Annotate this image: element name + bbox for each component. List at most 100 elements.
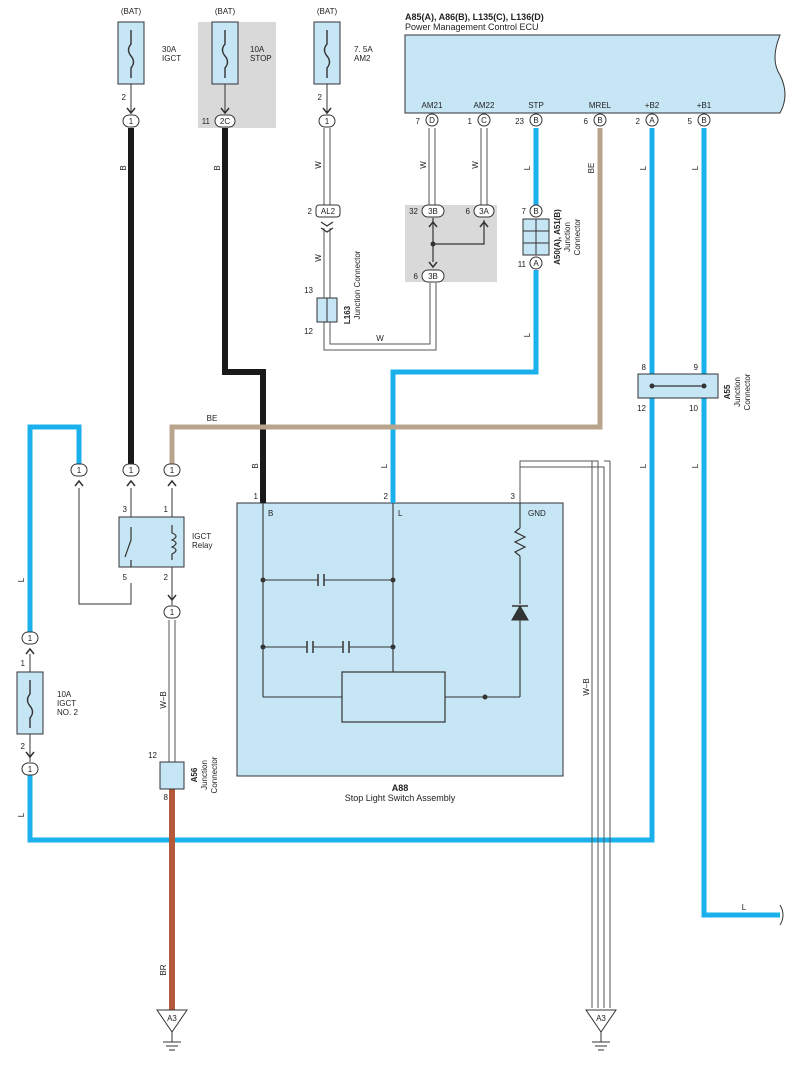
a55-p12: 12 <box>637 404 646 413</box>
a56-pin-bot: 8 <box>164 793 169 802</box>
fuse-igct2-conn-top: 1 <box>28 634 33 643</box>
wire-wb-group <box>168 460 611 1008</box>
fuse-igct2-icon <box>26 680 34 728</box>
wire-label-l-2: L <box>523 332 532 337</box>
wire-label-w-1: W <box>314 161 323 169</box>
l163-pin-bot: 12 <box>304 327 313 336</box>
fuse-igct2-rating: 10A <box>57 690 72 699</box>
wire-label-l-3: L <box>380 463 389 468</box>
jb-p1: 32 <box>409 207 418 216</box>
ecu-title: A85(A), A86(B), L135(C), L136(D) <box>405 12 544 22</box>
switch-p3: 3 <box>511 492 516 501</box>
ecu-pin-mrel-num: 6 <box>584 117 589 126</box>
ground-right: A3 <box>585 1009 617 1051</box>
jb-p3: 6 <box>414 272 419 281</box>
connector-al2: AL2 2 <box>308 204 341 233</box>
jb-c1: 3B <box>428 207 438 216</box>
ecu-subtitle: Power Management Control ECU <box>405 22 539 32</box>
fuse-igct2-name2: NO. 2 <box>57 708 78 717</box>
fuse-am2-rating: 7. 5A <box>354 45 373 54</box>
wire-label-br: BR <box>159 964 168 975</box>
a55-id: A55 <box>723 384 732 399</box>
fuse-igct: (BAT) 30A IGCT 2 <box>117 7 181 114</box>
fuse-am2-name: AM2 <box>354 54 371 63</box>
igct-relay: 3 1 5 2 IGCT Relay 1 <box>118 505 212 619</box>
al2-pin: 2 <box>308 207 313 216</box>
ecu-pin-stp-conn: B <box>533 116 538 125</box>
relay-coil-icon <box>170 525 177 560</box>
relay-name: IGCT <box>192 532 211 541</box>
wire-label-l-4: L <box>639 165 648 170</box>
al2-label: AL2 <box>321 207 336 216</box>
relay-switch-icon <box>124 527 132 567</box>
fuse-igct2-pin-bot: 2 <box>21 742 26 751</box>
fuse-igct2: 1 1 1 2 10A IGCT NO. 2 <box>16 631 78 776</box>
a56-desc1: Junction <box>200 760 209 790</box>
ecu-pin-am22-num: 1 <box>468 117 473 126</box>
fuse-igct-rating: 30A <box>162 45 177 54</box>
fuse-igct2-name1: IGCT <box>57 699 76 708</box>
wire-label-b-1: B <box>119 165 128 170</box>
fuse-am2-icon <box>323 30 331 78</box>
wire-label-wb-1: W–B <box>159 691 168 708</box>
fuse-igct-conn: 1 <box>129 117 134 126</box>
fuse-igct-icon <box>127 30 135 78</box>
wire-label-be-2: BE <box>207 414 218 423</box>
a56-pin-top: 12 <box>148 751 157 760</box>
ecu-pin-b1-num: 5 <box>688 117 693 126</box>
fuse-connectors: 1 2C 1 <box>122 107 336 128</box>
ecu-pin-am21-conn: D <box>429 116 435 125</box>
relay-out-conn: 1 <box>170 608 175 617</box>
fuse-stop-rating: 10A <box>250 45 265 54</box>
switch-id: A88 <box>392 783 409 793</box>
wire-label-l-5: L <box>639 463 648 468</box>
fuse-am2-supply: (BAT) <box>317 7 338 16</box>
connector-a56: 12 8 A56 Junction Connector <box>148 751 219 802</box>
wire-break <box>779 904 784 926</box>
a56-desc2: Connector <box>210 756 219 793</box>
wire-be <box>169 128 603 470</box>
switch-p2-name: L <box>398 509 403 518</box>
jb-bus-b <box>433 220 485 245</box>
jb-c2: 3A <box>479 207 489 216</box>
resistor-icon <box>513 527 527 557</box>
wire-l-b1 <box>701 128 780 918</box>
ecu-pin-label-am22: AM22 <box>474 101 495 110</box>
ecu-pin-stp-num: 23 <box>515 117 524 126</box>
switch-p1: 1 <box>254 492 259 501</box>
a55-desc2: Connector <box>743 373 752 410</box>
jb-c3: 3B <box>428 272 438 281</box>
connector-a50: B 7 A 11 A50(A), A51(B) Junction Connect… <box>518 204 582 270</box>
a55-desc1: Junction <box>733 377 742 407</box>
ground-left: A3 <box>156 1009 188 1051</box>
ground-right-label: A3 <box>596 1014 606 1023</box>
fuse-stop-pin: 11 <box>202 117 211 126</box>
wire-labels: B B B W W W W W L L L L L L L L L L BE B… <box>17 161 747 976</box>
ecu-pin-am21-num: 7 <box>416 117 421 126</box>
switch-p2: 2 <box>384 492 389 501</box>
fuse-igct-name: IGCT <box>162 54 181 63</box>
ecu-pin-label-b1: +B1 <box>697 101 712 110</box>
ecu-pin-label-mrel: MREL <box>589 101 612 110</box>
wire-label-l-1: L <box>523 165 532 170</box>
fuse-stop-name: STOP <box>250 54 272 63</box>
l163-desc: Junction Connector <box>353 250 362 319</box>
wire-b-stop <box>222 128 266 503</box>
wire-label-b-2: B <box>213 165 222 170</box>
fuse-am2-conn: 1 <box>325 117 330 126</box>
a50-pin-bot: 11 <box>518 260 527 269</box>
ecu-pin-label-am21: AM21 <box>422 101 443 110</box>
a50-conn-bot: A <box>533 259 539 268</box>
a50-desc2: Connector <box>573 218 582 255</box>
connector-l163: 13 12 L163 Junction Connector <box>304 250 362 336</box>
switch-p1-name: B <box>268 509 273 518</box>
relay-p3: 3 <box>123 505 128 514</box>
ecu-pin-mrel-conn: B <box>597 116 602 125</box>
ecu-pin-am22-conn: C <box>481 116 487 125</box>
relay-p5: 5 <box>123 573 128 582</box>
ecu-pin-b2-num: 2 <box>636 117 641 126</box>
a55-p9: 9 <box>694 363 699 372</box>
fuse-stop-icon <box>221 30 229 78</box>
fuse-igct-pin: 2 <box>122 93 127 102</box>
ecu-pin-b2-conn: A <box>649 116 655 125</box>
